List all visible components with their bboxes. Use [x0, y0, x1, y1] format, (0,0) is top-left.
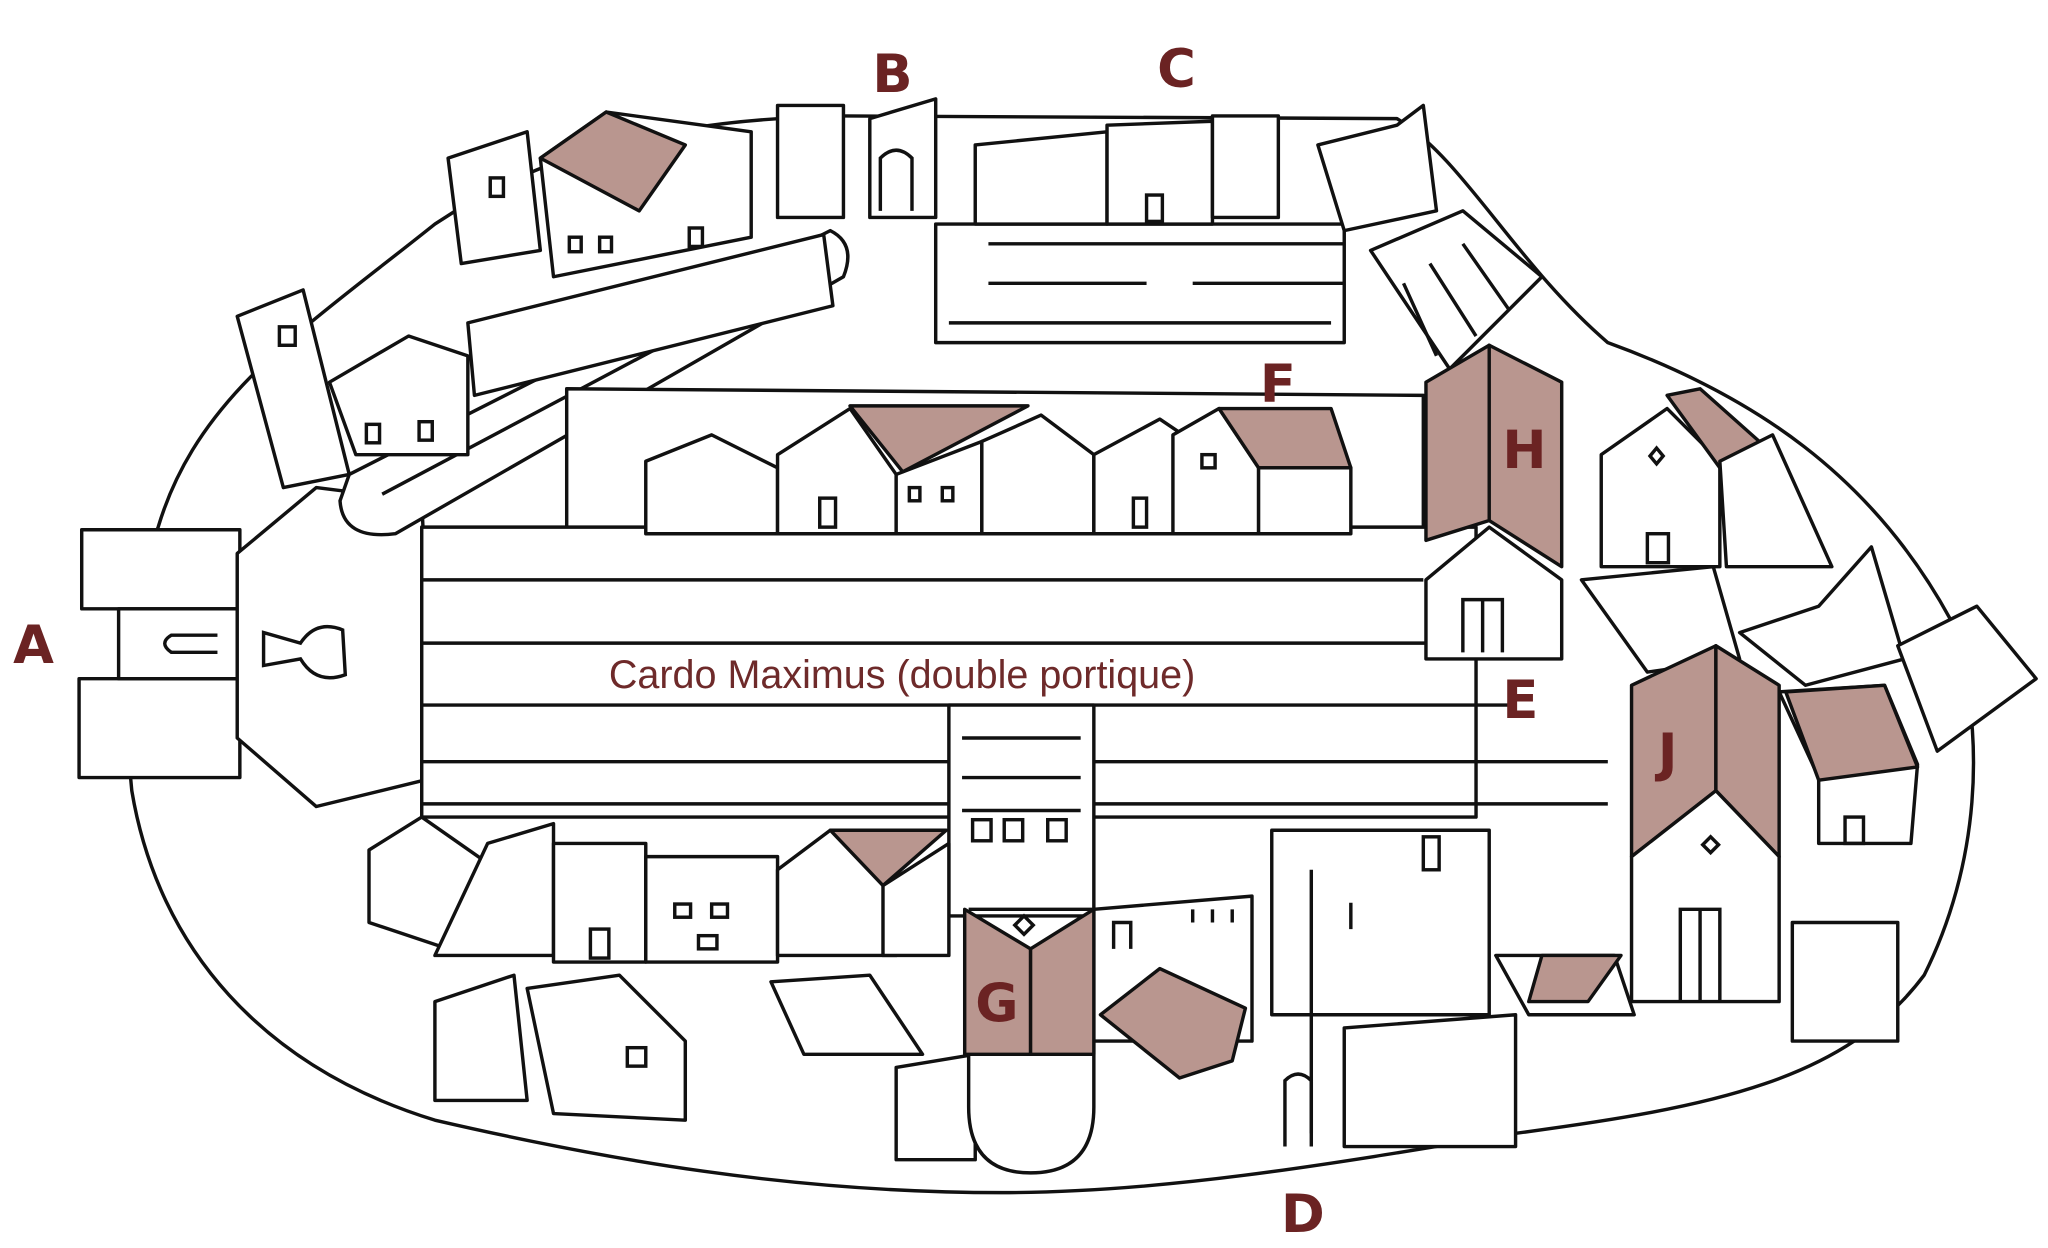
west-gate: [77, 485, 437, 809]
building-h: [1424, 343, 1564, 661]
label-g: G: [975, 973, 1018, 1034]
label-d: D: [1281, 1184, 1325, 1245]
label-j: J: [1655, 723, 1678, 784]
label-c: C: [1157, 39, 1196, 100]
cardo-maximus: [420, 525, 1608, 918]
label-b: B: [872, 44, 912, 105]
label-f: F: [1260, 354, 1296, 415]
column: [261, 625, 348, 680]
gate-plaza: [235, 485, 437, 809]
building-j: [1629, 644, 1781, 1004]
cardo-maximus-caption: Cardo Maximus (double portique): [609, 653, 1195, 697]
building-g: [962, 817, 1248, 1175]
south-houses: [367, 815, 1900, 1162]
label-a: A: [13, 615, 54, 676]
central-north-houses: [644, 404, 1353, 536]
east-houses: [1579, 387, 2038, 846]
north-houses: [235, 97, 1544, 490]
label-e: E: [1502, 670, 1538, 731]
label-h: H: [1502, 420, 1546, 481]
